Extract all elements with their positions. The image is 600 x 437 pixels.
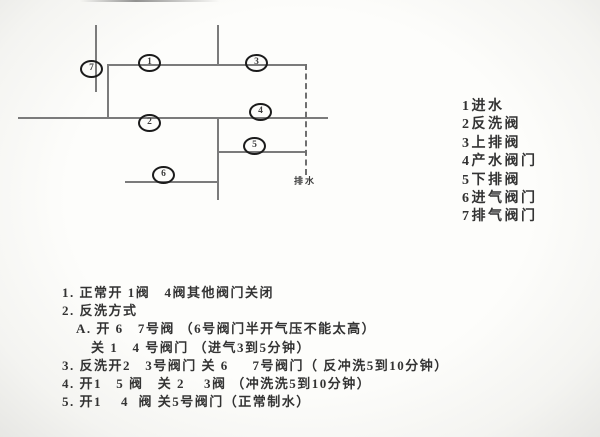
pipe-top-branch	[107, 64, 307, 66]
pipe-upper-vessel-stub	[217, 25, 219, 64]
valve-2-label: 2	[147, 117, 152, 128]
instruction-line-2: 2. 反洗方式	[62, 303, 138, 319]
legend-item-4: 4产水阀门	[462, 154, 538, 170]
instruction-line-2a: A. 开 6 7号阀 （6号阀门半开气压不能太高）	[76, 321, 377, 337]
pipe-main-line	[18, 117, 328, 119]
instruction-line-5: 5. 开1 4 阀 关5号阀门（正常制水）	[62, 394, 311, 410]
pipe-drain-dashed	[305, 64, 307, 175]
instruction-line-1: 1. 正常开 1阀 4阀其他阀门关闭	[62, 285, 275, 300]
legend-item-7: 7排气阀门	[462, 209, 538, 225]
legend-item-6: 6进气阀门	[462, 190, 538, 206]
legend-item-5: 5下排阀	[462, 172, 521, 188]
valve-7-label: 7	[89, 63, 94, 74]
valve-6-circle: 6	[152, 166, 175, 184]
pipe-lower-vessel-stub	[217, 117, 219, 200]
valve-1-label: 1	[147, 57, 152, 68]
valve-6-label: 6	[161, 169, 166, 180]
valve-5-label: 5	[252, 140, 257, 151]
pipe-left-connector	[107, 64, 109, 118]
valve-4-circle: 4	[249, 103, 272, 121]
valve-3-label: 3	[254, 57, 259, 68]
instruction-line-3: 3. 反洗开2 3号阀门 关 6 7号阀门（ 反冲洗5到10分钟）	[62, 357, 449, 373]
instruction-line-2a-close: 关 1 4 号阀门 （进气3到5分钟）	[91, 339, 312, 355]
legend-item-2: 2反洗阀	[462, 117, 521, 133]
valve-4-label: 4	[258, 106, 263, 117]
valve-legend: 1进水 2反洗阀 3上排阀 4产水阀门 5下排阀 6进气阀门 7排气阀门	[462, 98, 538, 227]
valve-2-circle: 2	[138, 114, 161, 132]
legend-item-3: 3上排阀	[462, 135, 521, 151]
operating-instructions: 1. 正常开 1阀 4阀其他阀门关闭 2. 反洗方式 A. 开 6 7号阀 （6…	[0, 284, 600, 411]
valve-5-circle: 5	[243, 137, 266, 155]
pipe-vent-valve7	[95, 25, 97, 92]
legend-item-1: 1进水	[462, 99, 505, 114]
instruction-line-4: 4. 开1 5 阀 关 2 3阀 （冲洗洗5到10分钟）	[62, 376, 372, 392]
valve-1-circle: 1	[138, 54, 161, 72]
drain-label: 排水	[294, 176, 317, 186]
photo-edge-artifact	[80, 0, 220, 2]
valve-3-circle: 3	[245, 54, 268, 72]
valve-7-circle: 7	[80, 60, 103, 78]
